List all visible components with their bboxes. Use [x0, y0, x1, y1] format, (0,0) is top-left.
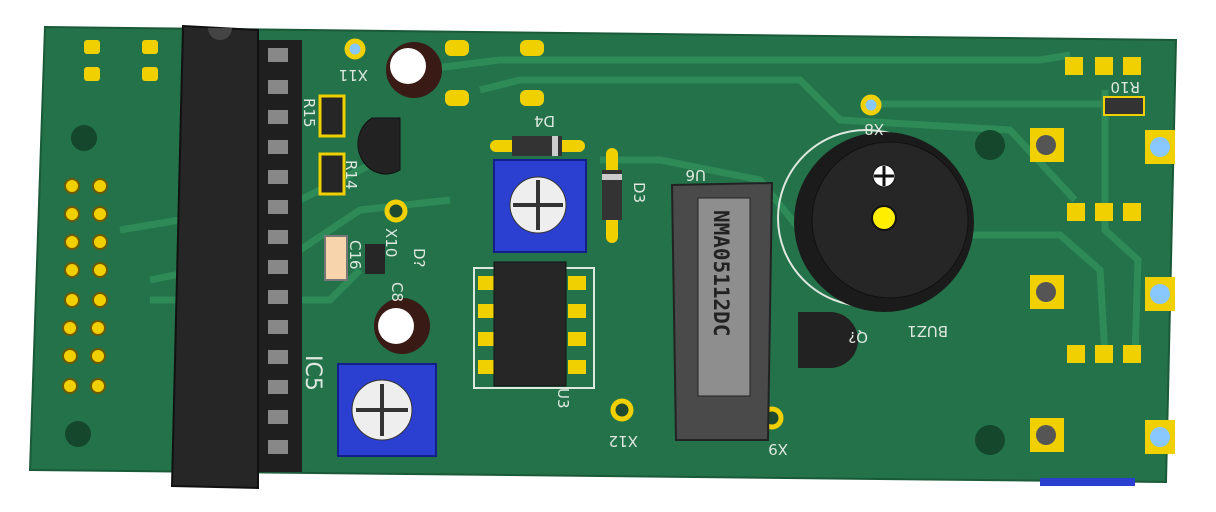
- resistor-r10: [1103, 96, 1145, 116]
- transistor-q: [798, 312, 858, 368]
- ic-u3: [473, 261, 595, 389]
- label-ic5: IC5: [300, 355, 325, 391]
- diode-d3: [602, 148, 622, 243]
- label-d4: D4: [534, 112, 555, 130]
- electrolytic-capacitor-c8: [374, 298, 430, 354]
- capacitor-c16: [324, 235, 348, 281]
- transistor-to92-1: [357, 117, 401, 175]
- trimmer-potentiometer-bottom: [337, 363, 437, 457]
- label-d3: D3: [630, 182, 648, 203]
- electrolytic-capacitor-top: [386, 42, 442, 98]
- testpoint-x11: [344, 38, 366, 60]
- dcdc-module-u6: [670, 181, 774, 441]
- pin-header-left: [62, 40, 158, 447]
- pads-right: [975, 57, 1175, 455]
- label-c8: C8: [388, 282, 406, 302]
- label-x9: X9: [768, 440, 788, 458]
- label-q-unk: Q?: [848, 328, 868, 346]
- label-r14: R14: [342, 160, 360, 190]
- label-u6: U6: [685, 166, 706, 184]
- label-d-unk: D?: [410, 248, 428, 268]
- label-buz1: BUZ1: [907, 322, 948, 340]
- resistor-r15: [318, 94, 346, 138]
- label-c16: C16: [346, 240, 364, 270]
- sot23-part: [365, 244, 385, 274]
- underside-part: [1040, 478, 1135, 486]
- label-x11: X11: [339, 66, 368, 84]
- label-x12: X12: [609, 432, 638, 450]
- testpoint-x8: [860, 94, 882, 116]
- label-u3: U3: [554, 388, 572, 409]
- label-x10: X10: [382, 228, 400, 257]
- diode-d4: [490, 136, 585, 156]
- label-r15: R15: [300, 98, 318, 128]
- resistor-r14: [318, 152, 346, 196]
- label-x8: X8: [864, 120, 884, 138]
- testpoint-x10: [384, 199, 408, 223]
- dip-ic-large: [170, 24, 302, 490]
- dcdc-marking: NMA05112DC: [709, 210, 733, 336]
- buzzer-buz1: [777, 129, 974, 312]
- testpoint-x12: [610, 398, 634, 422]
- trimmer-potentiometer-top: [493, 159, 587, 253]
- label-r10: R10: [1110, 78, 1140, 96]
